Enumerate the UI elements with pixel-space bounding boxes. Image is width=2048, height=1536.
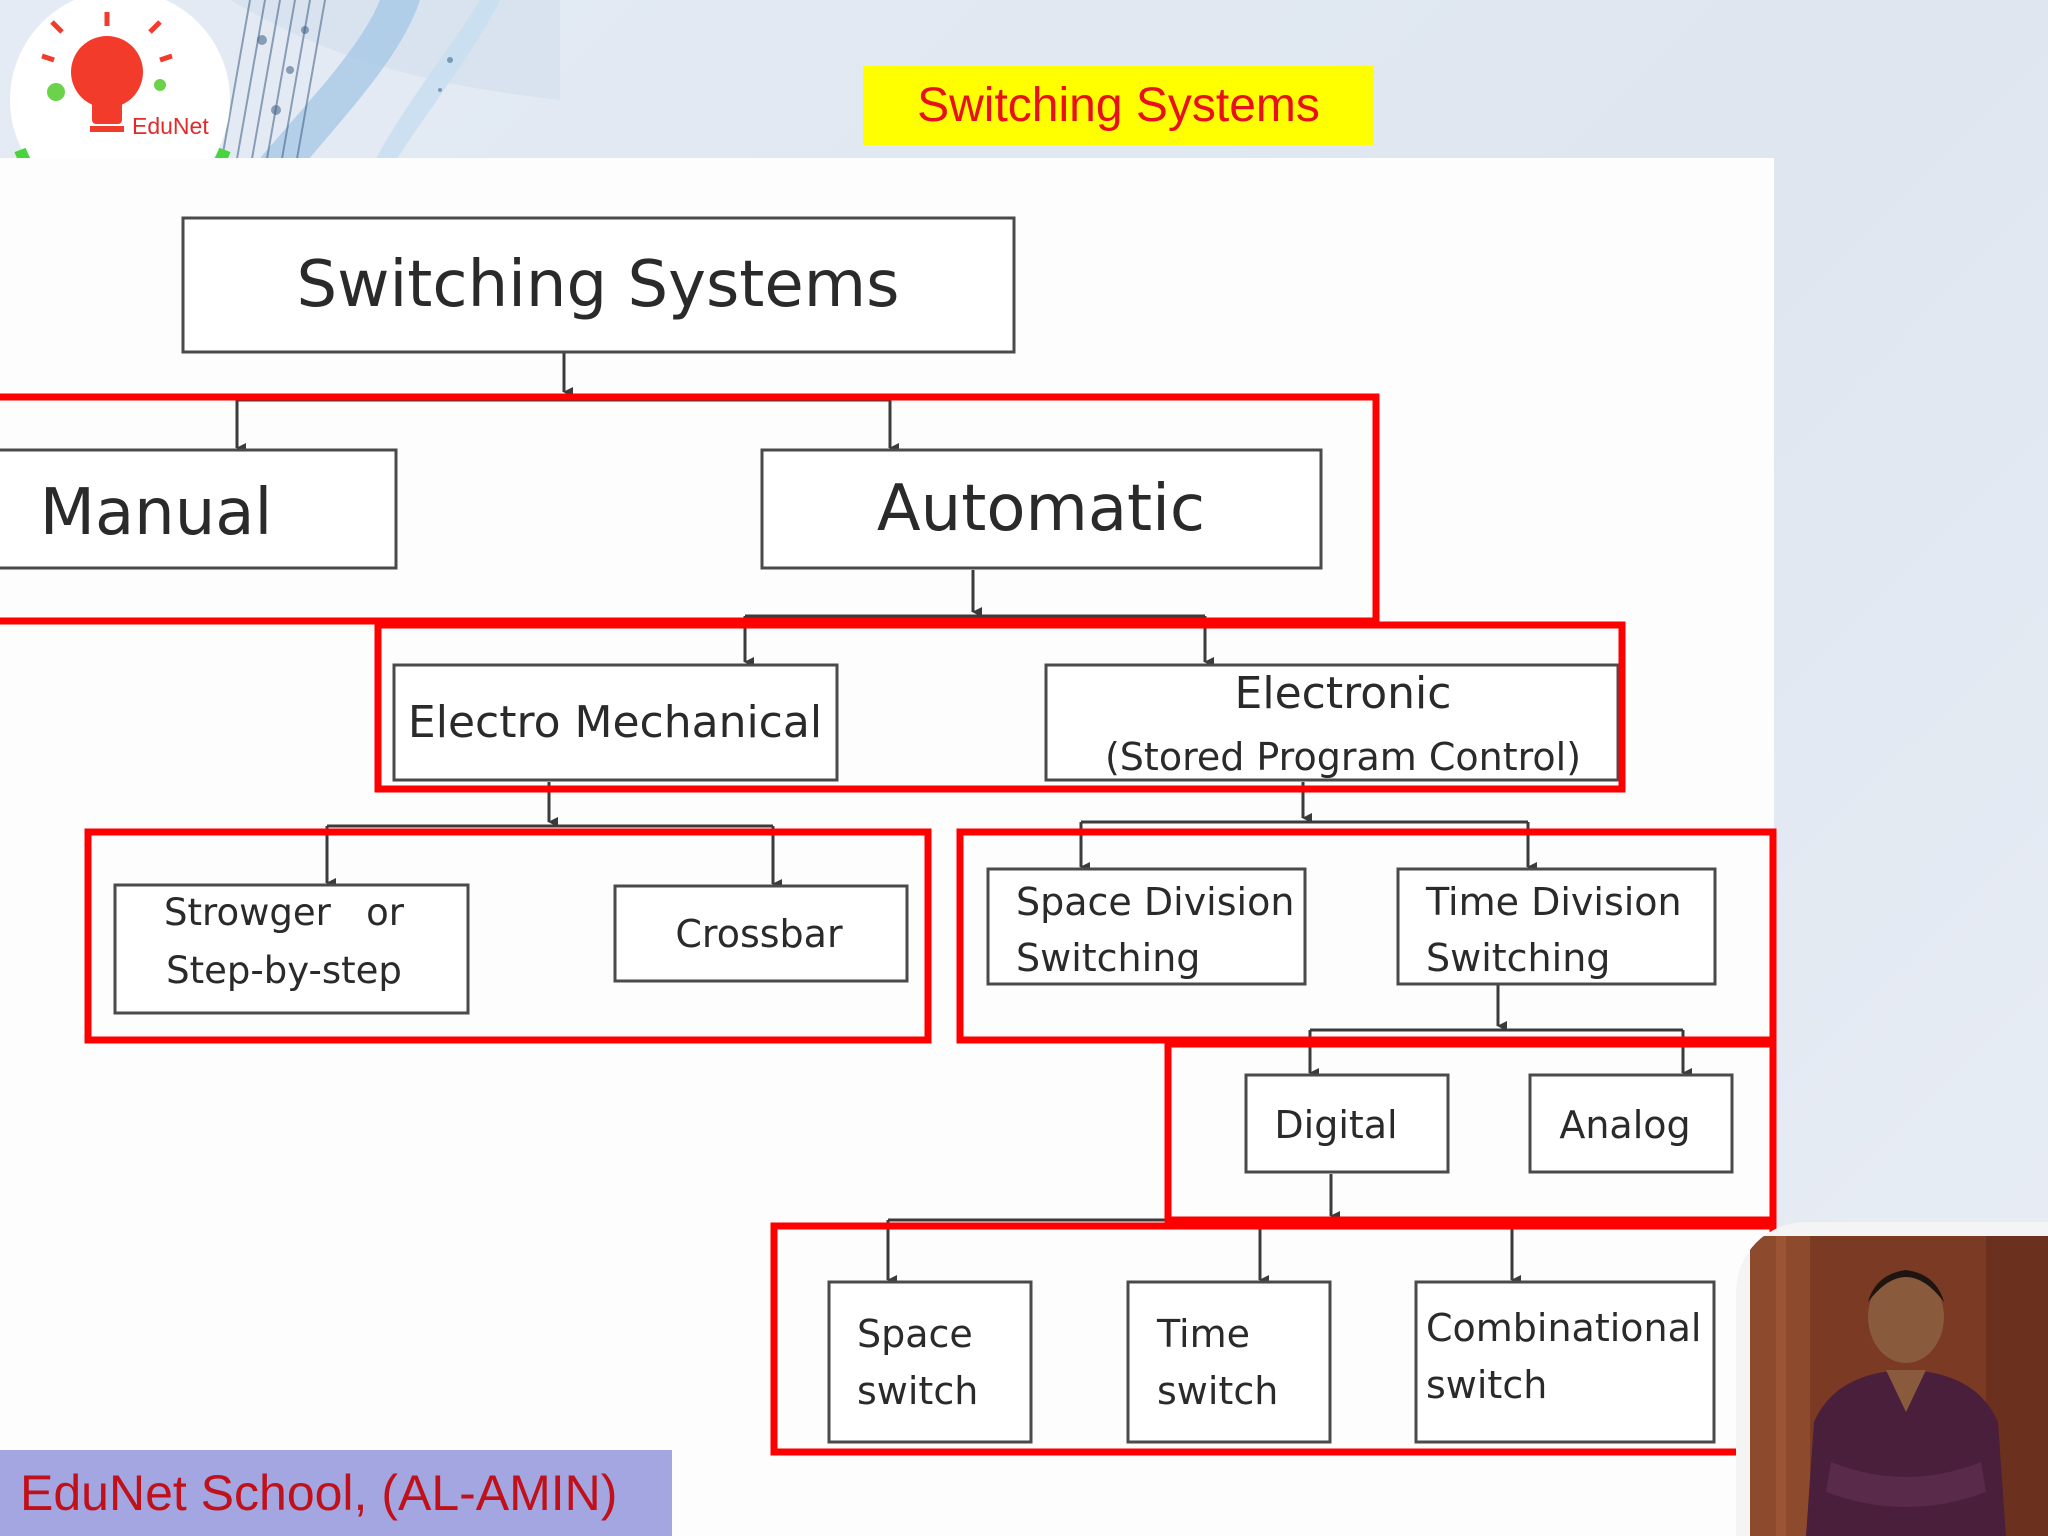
logo-text: EduNet — [132, 113, 209, 139]
group-electronic — [956, 828, 1777, 1044]
node-manual-label: Manual — [40, 476, 273, 550]
slide-title-text: Switching Systems — [917, 79, 1320, 132]
node-automatic-label: Automatic — [877, 472, 1205, 546]
node-analog: Analog — [1528, 1073, 1734, 1174]
node-time-division: Time Division Switching — [1396, 867, 1717, 986]
node-space-division-line1: Space Division — [1016, 880, 1294, 924]
node-crossbar-label: Crossbar — [675, 912, 843, 956]
node-time-switch-line2: switch — [1157, 1369, 1278, 1413]
node-electro-mechanical-label: Electro Mechanical — [408, 697, 822, 748]
node-analog-label: Analog — [1559, 1103, 1690, 1147]
node-root: Switching Systems — [181, 216, 1016, 354]
node-electronic: Electronic (Stored Program Control) — [1044, 663, 1620, 782]
node-combinational-switch-line1: Combinational — [1426, 1306, 1701, 1350]
slide-title: Switching Systems — [863, 66, 1374, 145]
node-time-division-line1: Time Division — [1425, 880, 1682, 924]
footer-text: EduNet School, (AL-AMIN) — [20, 1465, 618, 1521]
node-strowger-line1: Strowger or — [164, 891, 405, 934]
node-space-switch-line2: switch — [857, 1369, 978, 1413]
node-combinational-switch-line2: switch — [1426, 1363, 1547, 1407]
presenter-image — [1750, 1236, 2048, 1536]
node-space-switch-line1: Space — [857, 1312, 973, 1356]
node-time-division-line2: Switching — [1426, 936, 1610, 980]
group-time-division — [1164, 1040, 1777, 1224]
node-crossbar: Crossbar — [613, 884, 909, 983]
node-space-division-line2: Switching — [1016, 936, 1200, 980]
node-space-division: Space Division Switching — [986, 867, 1307, 986]
node-manual: Manual — [0, 448, 398, 570]
diagram-connectors — [235, 352, 1692, 1285]
group-electromechanical — [84, 828, 932, 1044]
node-combinational-switch: Combinational switch — [1414, 1280, 1716, 1444]
node-electro-mechanical: Electro Mechanical — [392, 663, 839, 782]
corner-decoration — [219, 0, 560, 170]
node-electronic-sublabel: (Stored Program Control) — [1105, 735, 1581, 779]
group-level1 — [0, 393, 1380, 625]
node-digital: Digital — [1244, 1073, 1450, 1174]
node-strowger-line2: Step-by-step — [166, 949, 402, 992]
node-time-switch: Time switch — [1126, 1280, 1332, 1444]
node-automatic: Automatic — [760, 448, 1323, 570]
node-root-label: Switching Systems — [297, 248, 900, 322]
group-level2 — [374, 621, 1626, 793]
presenter-video — [1736, 1222, 2048, 1536]
node-space-switch: Space switch — [827, 1280, 1033, 1444]
node-digital-label: Digital — [1274, 1103, 1397, 1147]
node-strowger: Strowger or Step-by-step — [113, 883, 470, 1015]
node-time-switch-line1: Time — [1156, 1312, 1250, 1356]
footer-bar: EduNet School, (AL-AMIN) — [0, 1450, 672, 1536]
node-electronic-label: Electronic — [1235, 668, 1452, 719]
